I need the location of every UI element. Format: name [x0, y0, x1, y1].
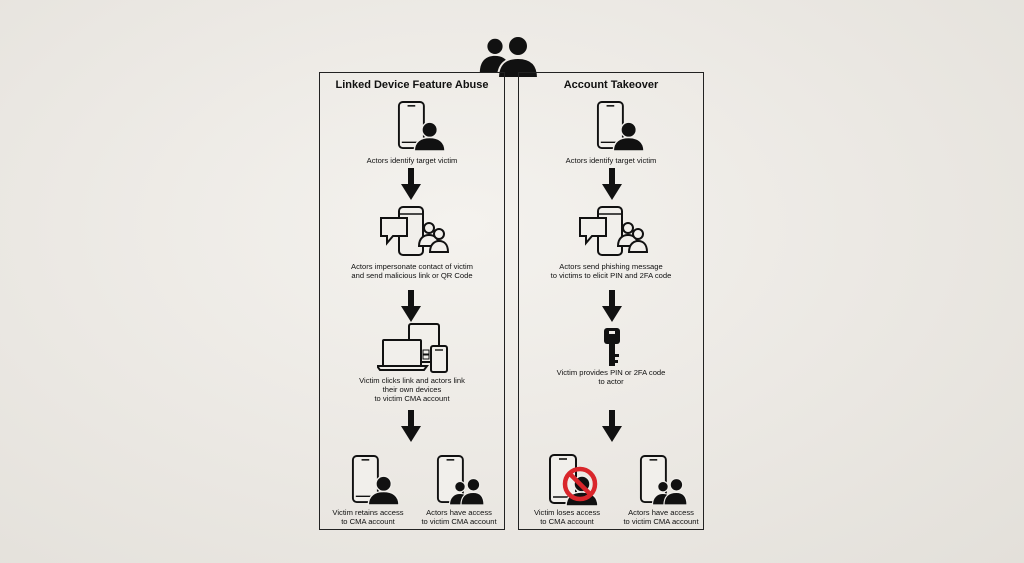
left-result-b-caption: Actors have access to victim CMA account	[421, 508, 497, 526]
right-step2-caption: Actors send phishing message to victims …	[550, 262, 672, 280]
phone-blocked-icon	[549, 454, 598, 506]
phone-with-person-icon	[351, 454, 399, 506]
down-arrow-icon	[401, 290, 421, 322]
phone-with-actors-icon	[639, 454, 687, 506]
left-result-a-caption: Victim retains access to CMA account	[332, 508, 404, 526]
right-panel-title: Account Takeover	[563, 79, 659, 91]
chat-bubbles-icon	[578, 206, 648, 256]
group-of-people-icon	[479, 35, 540, 79]
down-arrow-icon	[602, 168, 622, 200]
down-arrow-icon	[602, 410, 622, 442]
left-step3-caption: Victim clicks link and actors link their…	[359, 376, 465, 403]
down-arrow-icon	[401, 168, 421, 200]
left-panel-title: Linked Device Feature Abuse	[335, 79, 489, 91]
right-panel-frame	[518, 72, 704, 530]
laptop-tablet-phone-icon	[377, 322, 449, 374]
phone-with-actors-icon	[436, 454, 484, 506]
down-arrow-icon	[401, 410, 421, 442]
key-icon	[602, 328, 622, 368]
right-step1-caption: Actors identify target victim	[565, 156, 657, 165]
phone-with-person-icon	[596, 100, 644, 152]
left-step2-caption: Actors impersonate contact of victim and…	[351, 262, 473, 280]
right-result-a-caption: Victim loses access to CMA account	[533, 508, 601, 526]
left-panel-frame	[319, 72, 505, 530]
right-step3-caption: Victim provides PIN or 2FA code to actor	[556, 368, 666, 386]
right-result-b-caption: Actors have access to victim CMA account	[623, 508, 699, 526]
chat-bubbles-icon	[379, 206, 449, 256]
down-arrow-icon	[602, 290, 622, 322]
left-step1-caption: Actors identify target victim	[366, 156, 458, 165]
phone-with-person-icon	[397, 100, 445, 152]
